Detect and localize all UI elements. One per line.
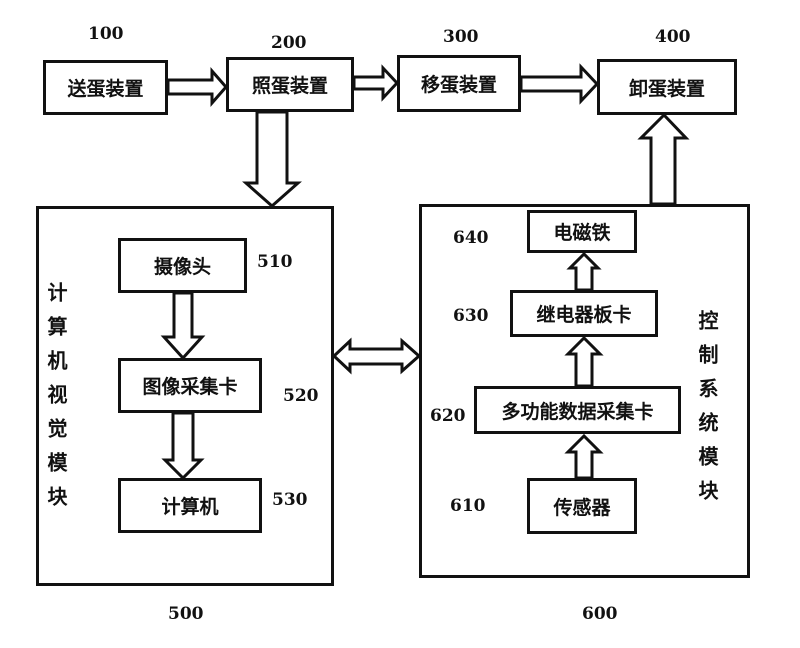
component-label: 摄像头 [154, 252, 211, 279]
arrow-down-200-to-500 [246, 112, 298, 206]
vision-module-number: 500 [168, 604, 204, 624]
component-label: 传感器 [553, 493, 610, 520]
component-box-image-capture-card: 图像采集卡 [118, 358, 262, 413]
component-label: 继电器板卡 [536, 300, 631, 327]
component-530-number: 530 [272, 490, 308, 510]
device-300-number: 300 [443, 27, 479, 47]
component-box-relay-board: 继电器板卡 [510, 290, 658, 337]
arrow-up-600-to-400 [641, 115, 686, 204]
component-640-number: 640 [453, 228, 489, 248]
component-box-electromagnet: 电磁铁 [527, 210, 637, 253]
device-box-egg-moving: 移蛋装置 [397, 55, 521, 112]
component-box-multifunction-daq-card: 多功能数据采集卡 [474, 386, 681, 434]
device-box-egg-candling: 照蛋装置 [226, 57, 354, 112]
component-610-number: 610 [450, 496, 486, 516]
arrow-right-100-to-200 [168, 71, 226, 103]
component-630-number: 630 [453, 306, 489, 326]
device-100-number: 100 [88, 24, 124, 44]
arrow-right-300-to-400 [521, 67, 597, 101]
arrow-bidirectional-500-600 [334, 341, 419, 371]
component-box-sensor: 传感器 [527, 478, 637, 534]
device-200-number: 200 [271, 33, 307, 53]
control-module-number: 600 [582, 604, 618, 624]
vision-module-title: 计算机视觉模块 [50, 282, 74, 520]
control-module-title: 控制系统模块 [701, 310, 725, 514]
component-box-computer: 计算机 [118, 478, 262, 533]
component-label: 图像采集卡 [142, 372, 237, 399]
component-label: 多功能数据采集卡 [501, 397, 653, 424]
component-510-number: 510 [257, 252, 293, 272]
device-label: 移蛋装置 [421, 70, 497, 97]
arrow-right-200-to-300 [354, 68, 397, 98]
component-620-number: 620 [430, 406, 466, 426]
device-label: 卸蛋装置 [629, 74, 705, 101]
device-label: 送蛋装置 [67, 74, 143, 101]
device-box-egg-feeding: 送蛋装置 [43, 60, 168, 115]
device-label: 照蛋装置 [252, 71, 328, 98]
component-520-number: 520 [283, 386, 319, 406]
device-box-egg-unloading: 卸蛋装置 [597, 59, 737, 115]
component-box-camera: 摄像头 [118, 238, 247, 293]
device-400-number: 400 [655, 27, 691, 47]
component-label: 计算机 [161, 492, 218, 519]
component-label: 电磁铁 [553, 218, 610, 245]
